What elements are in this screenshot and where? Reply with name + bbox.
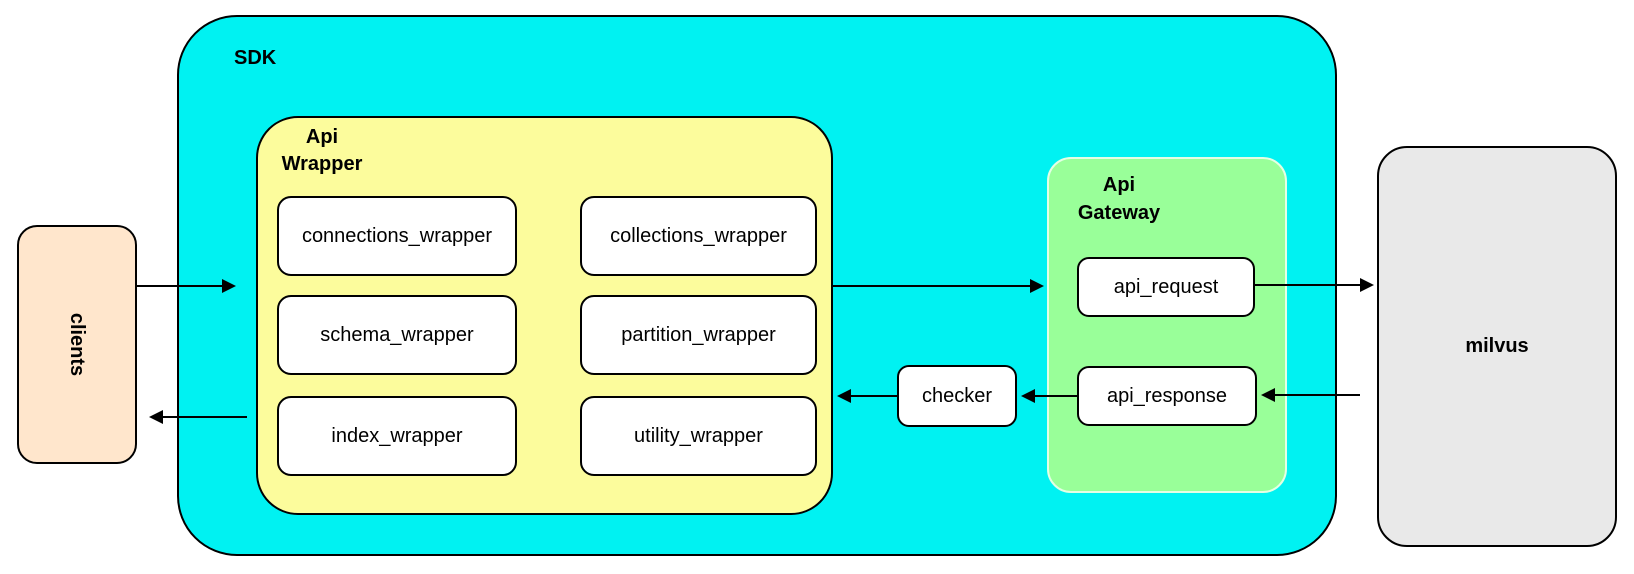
checker-node: checker [897, 365, 1017, 427]
collections-wrapper-node: collections_wrapper [580, 196, 817, 276]
arrow-response-to-checker [1021, 389, 1077, 403]
arrow-wrapper-to-gateway [833, 279, 1044, 293]
sdk-label: SDK [234, 47, 277, 69]
partition-wrapper-node: partition_wrapper [580, 295, 817, 375]
api-response-node: api_response [1077, 366, 1257, 426]
milvus-label: milvus [1465, 335, 1529, 357]
utility-wrapper-node: utility_wrapper [580, 396, 817, 476]
arrow-checker-to-wrapper [837, 389, 897, 403]
arrow-sdk-to-clients [149, 410, 247, 424]
schema-wrapper-node: schema_wrapper [277, 295, 517, 375]
api-request-node: api_request [1077, 257, 1255, 317]
milvus-node: milvus [1377, 146, 1617, 547]
api-gateway-container: Api Gateway [1047, 157, 1287, 493]
clients-node: clients [17, 225, 137, 464]
arrow-request-to-milvus [1255, 278, 1374, 292]
index-wrapper-node: index_wrapper [277, 396, 517, 476]
clients-label: clients [66, 312, 89, 377]
api-wrapper-label: Api Wrapper [281, 126, 363, 175]
connections-wrapper-node: connections_wrapper [277, 196, 517, 276]
api-gateway-label: Api Gateway [1077, 174, 1161, 224]
arrow-clients-to-sdk [137, 279, 236, 293]
arrow-milvus-to-response [1261, 388, 1360, 402]
